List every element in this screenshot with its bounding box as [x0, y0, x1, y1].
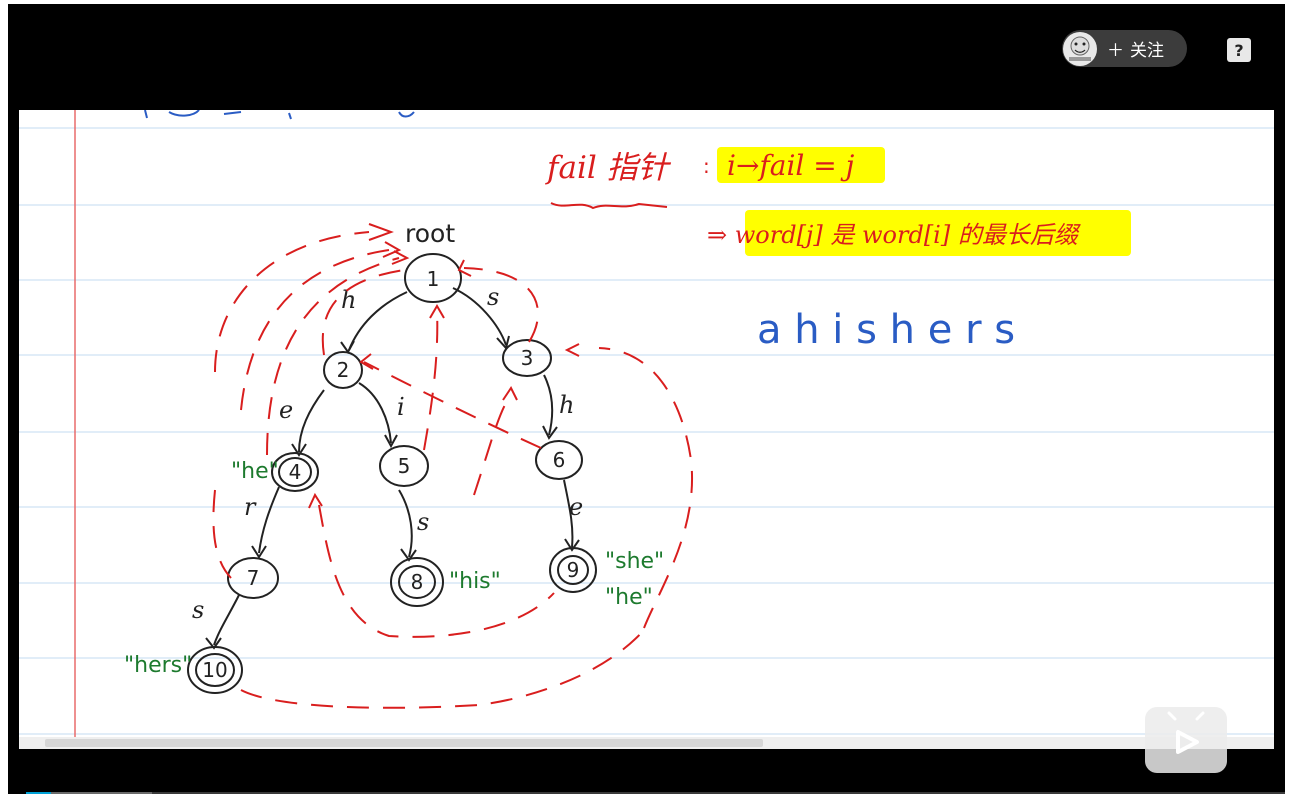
- word-labels: "he" "his" "she" "he" "hers": [124, 459, 664, 678]
- edge-label: s: [487, 283, 499, 311]
- node-label: 2: [337, 358, 350, 382]
- fail-title: fail 指针: [545, 150, 672, 186]
- follow-button[interactable]: ＋ 关注: [1062, 30, 1187, 67]
- node-label: 7: [247, 566, 260, 590]
- colon: :: [703, 154, 710, 178]
- fail-definition: i→fail = j: [727, 149, 855, 182]
- word-label: "his": [449, 569, 501, 594]
- word-label: "hers": [124, 653, 192, 678]
- query-string: a h i s h e r s: [757, 307, 1015, 353]
- follow-label: 关注: [1130, 41, 1164, 61]
- progress-played: [26, 792, 52, 794]
- fail-pointers: [212, 231, 694, 709]
- trie-nodes: [187, 253, 597, 694]
- node-label: 5: [398, 454, 411, 478]
- edge-label: s: [417, 508, 429, 536]
- progress-buffer: [26, 792, 152, 794]
- node-label: 9: [567, 558, 580, 582]
- scrollbar-thumb[interactable]: [45, 739, 763, 747]
- word-label: "he": [231, 459, 279, 484]
- play-icon: [1167, 711, 1205, 754]
- edge-label: h: [341, 286, 356, 314]
- node-label: 6: [553, 448, 566, 472]
- horizontal-scrollbar[interactable]: [19, 737, 1274, 749]
- highlight-implication: [745, 210, 1131, 256]
- notebook-page: fail 指针 : i→fail = j ⇒ word[j] 是 word[i]…: [19, 110, 1274, 742]
- follow-plus-icon: ＋: [1107, 41, 1124, 61]
- avatar-icon: [1069, 36, 1091, 61]
- node-label: 4: [289, 460, 302, 484]
- node-label: 10: [202, 658, 227, 682]
- edge-label: e: [569, 493, 583, 521]
- fail-title-underline: [550, 202, 668, 210]
- progress-bar[interactable]: [26, 792, 1285, 794]
- whiteboard-canvas: fail 指针 : i→fail = j ⇒ word[j] 是 word[i]…: [19, 110, 1274, 742]
- edge-label: e: [279, 396, 293, 424]
- word-label: "he": [605, 585, 653, 610]
- edge-label: s: [192, 596, 204, 624]
- root-label: root: [405, 219, 455, 248]
- avatar: [1063, 31, 1097, 66]
- node-label: 8: [411, 570, 424, 594]
- node-label: 1: [427, 267, 440, 291]
- video-player[interactable]: fail 指针 : i→fail = j ⇒ word[j] 是 word[i]…: [8, 4, 1285, 794]
- implication-text: ⇒ word[j] 是 word[i] 的最长后缀: [707, 221, 1081, 249]
- edge-label: i: [397, 393, 405, 421]
- edge-label: h: [559, 391, 574, 419]
- play-button[interactable]: [1145, 707, 1227, 773]
- help-icon: ?: [1234, 40, 1244, 60]
- word-label: "she": [605, 549, 664, 574]
- highlight-fail-def: [717, 147, 885, 183]
- edge-label: r: [244, 493, 257, 521]
- fail-arrowheads: [308, 223, 580, 509]
- help-button[interactable]: ?: [1227, 38, 1251, 62]
- edge-labels: h s e i h r s e s: [192, 283, 583, 624]
- node-label: 3: [521, 346, 534, 370]
- node-labels: 1 2 3 4 5 6 7 8 9 10: [202, 267, 579, 682]
- trie-edges: [205, 287, 580, 650]
